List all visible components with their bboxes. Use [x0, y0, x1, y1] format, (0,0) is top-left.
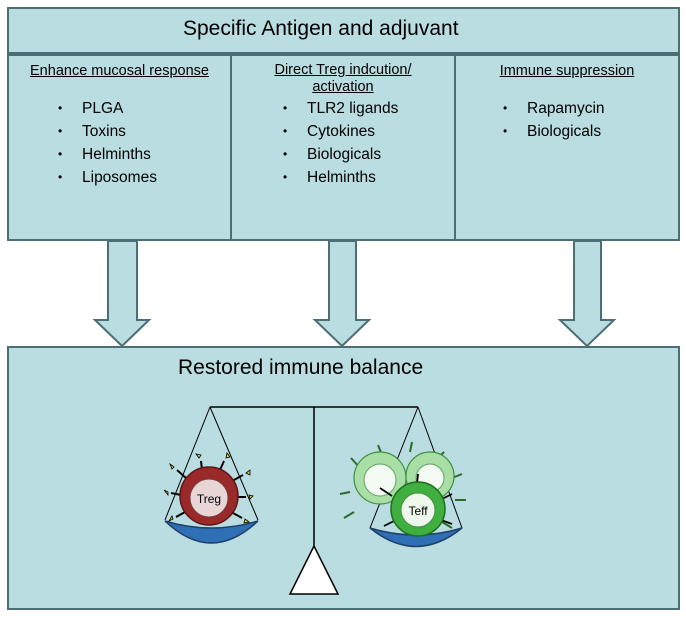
list-item: Liposomes [58, 166, 157, 189]
list-item: Toxins [58, 120, 157, 143]
heading-enhance-mucosal: Enhance mucosal response [30, 63, 209, 79]
bottom-title: Restored immune balance [178, 356, 424, 379]
teff-cell-cluster: Teff [339, 441, 466, 537]
list-item: TLR2 ligands [283, 97, 398, 120]
list-enhance-mucosal: PLGA Toxins Helminths Liposomes [58, 97, 157, 189]
treg-label: Treg [197, 492, 221, 506]
left-string-a [164, 406, 211, 521]
right-pan [369, 527, 463, 548]
bottom-panel [7, 346, 680, 610]
down-arrow-middle [312, 240, 372, 348]
heading-direct-treg: Direct Treg indcution/ activation [232, 62, 454, 96]
left-string-b [209, 406, 259, 521]
treg-cell: Treg [163, 452, 254, 526]
list-immune-suppression: Rapamycin Biologicals [503, 97, 605, 143]
list-item: Cytokines [283, 120, 398, 143]
list-item: Rapamycin [503, 97, 605, 120]
list-item: Biologicals [503, 120, 605, 143]
down-arrow-right [557, 240, 617, 348]
down-arrow-left [92, 240, 152, 348]
heading-immune-suppression: Immune suppression [499, 63, 635, 79]
list-item: Helminths [58, 143, 157, 166]
teff-label: Teff [408, 504, 428, 518]
top-title-bar [7, 7, 680, 54]
scale-base [288, 544, 340, 595]
left-pan [164, 520, 259, 544]
top-title: Specific Antigen and adjuvant [183, 17, 459, 40]
heading-direct-treg-line2: activation [312, 79, 374, 95]
column-immune-suppression [454, 54, 680, 241]
list-direct-treg: TLR2 ligands Cytokines Biologicals Helmi… [283, 97, 398, 189]
list-item: PLGA [58, 97, 157, 120]
list-item: Helminths [283, 166, 398, 189]
heading-direct-treg-line1: Direct Treg indcution/ [274, 62, 412, 78]
list-item: Biologicals [283, 143, 398, 166]
